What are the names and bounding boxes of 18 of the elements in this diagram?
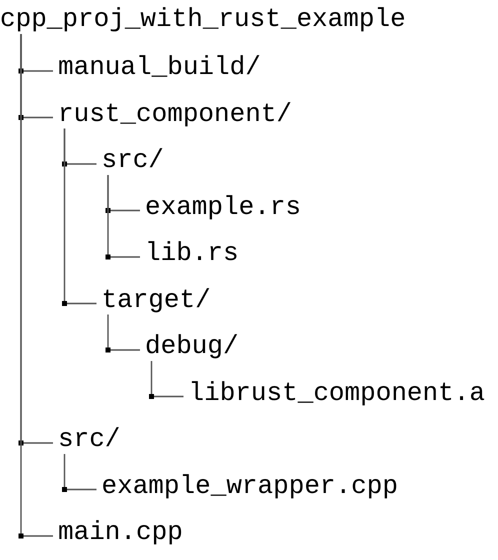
tree-entry-name: example.rs	[140, 192, 302, 222]
tree-entry-name: main.cpp	[53, 517, 183, 547]
tree-connector	[18, 34, 53, 538]
tree-entry-name: src/	[53, 424, 120, 454]
tree-entry-name: example_wrapper.cpp	[96, 470, 398, 500]
tree-connector	[106, 175, 140, 260]
tree-entry-name: debug/	[140, 331, 239, 361]
tree-connector	[149, 361, 184, 399]
tree-entry-name: manual_build/	[53, 52, 261, 82]
tree-entry-name: librust_component.a	[184, 378, 485, 408]
tree-entry-name: lib.rs	[140, 238, 239, 268]
tree-connector	[62, 454, 96, 492]
tree-connector	[62, 128, 96, 306]
tree-entry-name: rust_component/	[53, 98, 292, 128]
tree-entry-name: target/	[96, 284, 211, 314]
tree-entry-name: src/	[96, 145, 164, 175]
root-folder-name: cpp_proj_with_rust_example	[0, 4, 406, 34]
tree-connector	[106, 314, 140, 352]
